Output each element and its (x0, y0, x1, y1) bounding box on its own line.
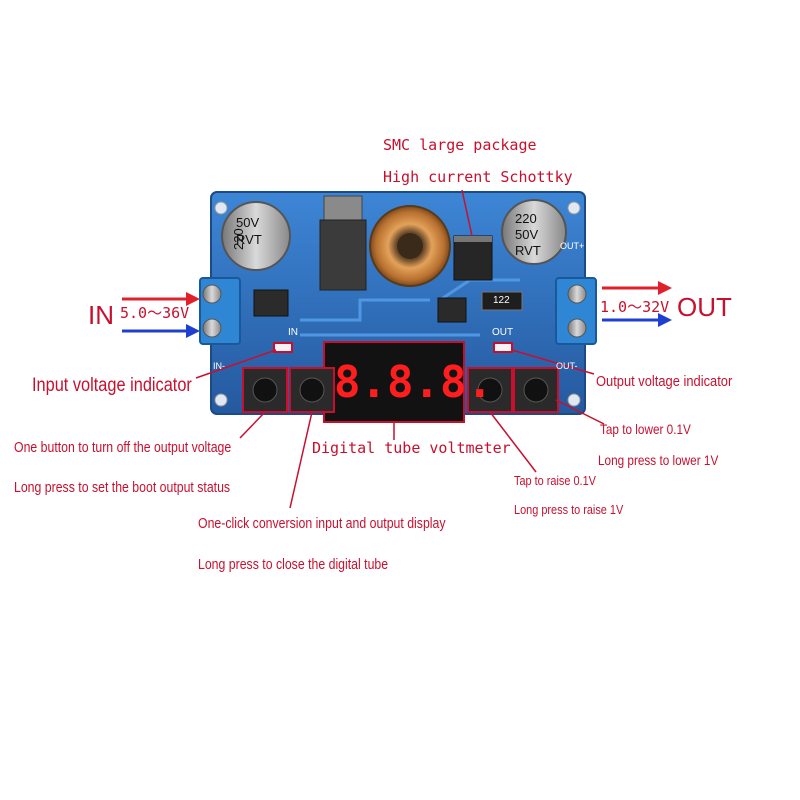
input-indicator-led (273, 342, 293, 353)
cap-left-line-2: 50V (236, 215, 260, 230)
input-voltage-range: 5.0～36V (120, 304, 190, 322)
annotation-lower-1: Tap to lower 0.1V (600, 421, 691, 437)
button-display-switch[interactable] (289, 367, 335, 413)
mount-hole-br (567, 393, 581, 407)
output-terminal-screw-1 (567, 284, 587, 304)
digital-display: 8. 8. 8. (334, 352, 493, 414)
annotation-output-indicator: Output voltage indicator (596, 373, 733, 390)
regulator-heatsink-tab (323, 195, 363, 223)
annotation-display-switch-1: One-click conversion input and output di… (198, 515, 446, 532)
input-terminal-screw-1 (202, 284, 222, 304)
display-digit-3: 8. (439, 357, 493, 408)
mount-hole-bl (214, 393, 228, 407)
annotation-lower-2: Long press to lower 1V (598, 452, 719, 468)
capacitor-left (221, 201, 291, 271)
smd-resistor (481, 291, 523, 311)
annotation-output-off-2: Long press to set the boot output status (14, 479, 231, 496)
mount-hole-tl (214, 201, 228, 215)
leader-output-indicator (511, 349, 595, 375)
button-lower-voltage[interactable] (513, 367, 559, 413)
input-terminal-screw-2 (202, 318, 222, 338)
leader-lines (195, 189, 605, 509)
silk-out: OUT (492, 327, 514, 338)
silk-in: IN (288, 327, 298, 338)
input-label: IN (88, 300, 114, 330)
annotation-schottky: High current Schottky (383, 168, 573, 186)
schottky-diode (453, 235, 493, 281)
silk-in-minus: IN- (213, 361, 225, 371)
leader-schottky (461, 189, 473, 237)
output-arrowhead-blue (658, 313, 672, 327)
schottky-diode-band (454, 236, 492, 242)
inductor-core (397, 233, 423, 259)
resistor-code: 122 (493, 295, 510, 306)
smd-chip (437, 297, 467, 323)
annotation-raise-1: Tap to raise 0.1V (514, 473, 596, 488)
capacitor-right (501, 199, 567, 265)
annotation-smc-package: SMC large package (383, 136, 537, 154)
annotation-voltmeter: Digital tube voltmeter (312, 439, 511, 457)
silk-out-plus: OUT+ (560, 241, 585, 251)
transistor-left (253, 289, 289, 317)
leader-lower (555, 399, 605, 425)
cap-left-text: 50V RVT (236, 216, 262, 246)
annotation-display-switch-2: Long press to close the digital tube (198, 556, 389, 573)
digital-display-frame (323, 341, 465, 423)
cap-left-line-3: RVT (236, 232, 262, 247)
cap-right-line-1: 220 (515, 211, 537, 226)
cap-right-line-3: RVT (515, 243, 541, 258)
output-terminal-screw-2 (567, 318, 587, 338)
input-arrowhead-red (186, 292, 200, 306)
annotation-raise-2: Long press to raise 1V (514, 502, 624, 517)
leader-output-off (239, 411, 266, 439)
cap-right-line-2: 50V (515, 227, 539, 242)
annotation-output-off-1: One button to turn off the output voltag… (14, 439, 232, 456)
silk-out-minus: OUT- (556, 361, 578, 371)
output-arrowhead-red (658, 281, 672, 295)
input-arrowhead-blue (186, 324, 200, 338)
display-digit-1: 8. (334, 357, 387, 408)
mount-hole-tr (567, 201, 581, 215)
button-output-off[interactable] (242, 367, 288, 413)
annotation-input-indicator: Input voltage indicator (32, 375, 192, 396)
regulator-ic (319, 219, 367, 291)
display-digit-2: 8. (386, 357, 440, 408)
leader-display-switch (289, 411, 313, 509)
output-label: OUT (677, 292, 732, 322)
output-voltage-range: 1.0～32V (600, 298, 670, 316)
output-indicator-led (493, 342, 513, 353)
cap-right-text: 220 50V RVT (515, 212, 541, 257)
leader-raise (489, 411, 537, 473)
leader-input-indicator (195, 349, 277, 379)
